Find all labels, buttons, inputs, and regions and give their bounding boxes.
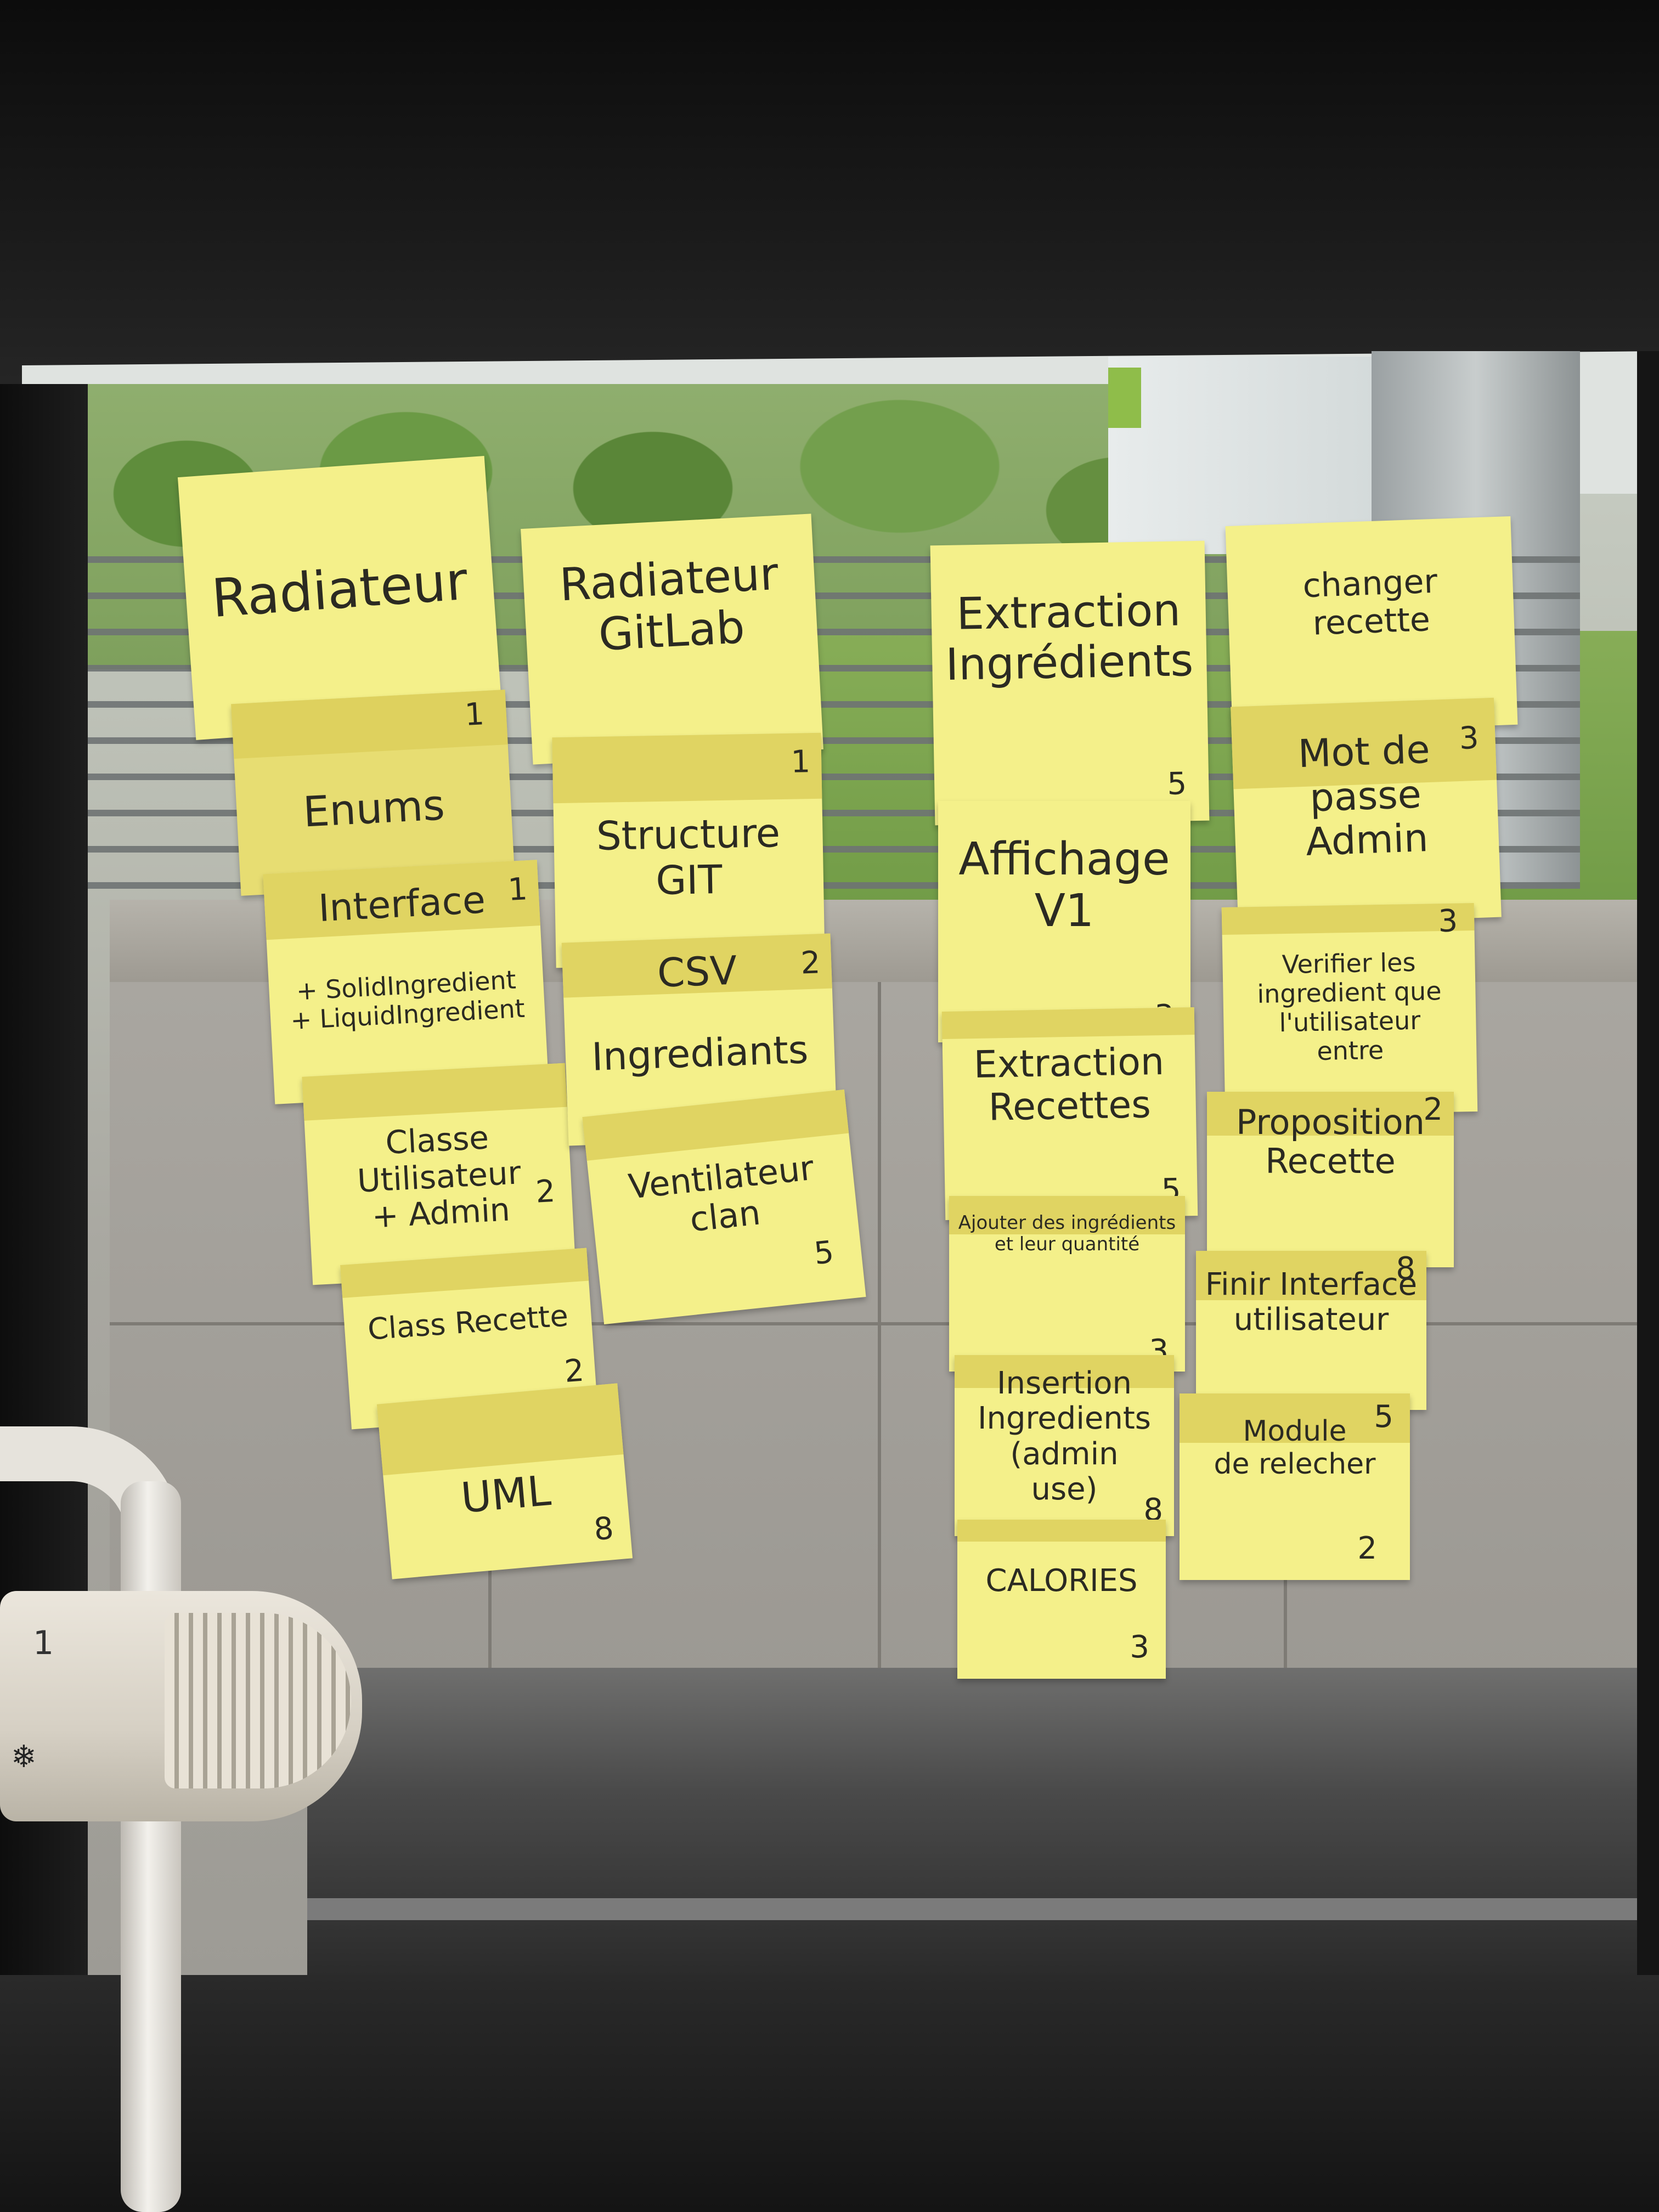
sticky-note: Structure GIT 1 bbox=[552, 732, 825, 968]
sticky-note: Mot de passe Admin 3 bbox=[1231, 697, 1502, 927]
story-points: 3 bbox=[1458, 720, 1480, 757]
sticky-note: UML 8 bbox=[376, 1383, 633, 1579]
story-points: 2 bbox=[1357, 1531, 1377, 1566]
note-text: CALORIES bbox=[985, 1563, 1138, 1599]
sticky-note: CALORIES 3 bbox=[957, 1520, 1166, 1679]
sticky-note: Finir Interface utilisateur 8 bbox=[1196, 1251, 1426, 1410]
sticky-note: Verifier les ingredient que l'utilisateu… bbox=[1221, 903, 1478, 1116]
note-text: Module de relecher bbox=[1214, 1415, 1376, 1481]
note-text: Class Recette bbox=[366, 1298, 569, 1347]
story-points: 5 bbox=[1167, 766, 1187, 802]
window-frame-left bbox=[0, 384, 88, 2212]
window-frame-right bbox=[1637, 351, 1659, 2212]
sticky-note: Extraction Ingrédients 5 bbox=[930, 540, 1210, 826]
sticky-note: Radiateur GitLab bbox=[521, 514, 823, 765]
story-points: 1 bbox=[464, 696, 486, 733]
sticky-note: Module de relecher 5 2 bbox=[1180, 1393, 1410, 1580]
story-points: 1 bbox=[791, 744, 811, 780]
note-text: CSV bbox=[656, 947, 738, 996]
note-text: Classe Utilisateur + Admin bbox=[356, 1119, 522, 1235]
story-points: 2 bbox=[1423, 1092, 1443, 1127]
story-points: 2 bbox=[563, 1352, 585, 1390]
note-text: Ingrediants bbox=[591, 1027, 809, 1080]
note-text: Extraction Ingrédients bbox=[945, 584, 1194, 690]
note-text: Insertion Ingredients (admin use) bbox=[978, 1365, 1151, 1508]
window-sill bbox=[307, 1668, 1659, 1975]
story-points: 1 bbox=[507, 871, 529, 908]
story-points: 5 bbox=[1374, 1399, 1393, 1435]
valve-scale-mark: 1 bbox=[33, 1624, 54, 1662]
story-points: 3 bbox=[1438, 903, 1458, 940]
snowflake-icon: ❄ bbox=[11, 1739, 37, 1775]
story-points: 8 bbox=[1396, 1251, 1415, 1286]
sticky-note: Insertion Ingredients (admin use) 8 bbox=[955, 1355, 1174, 1536]
window-frame-bottom bbox=[0, 1975, 1659, 2212]
sticky-note: Extraction Recettes 5 bbox=[941, 1007, 1198, 1220]
note-text: Radiateur bbox=[210, 550, 470, 630]
sticky-note: Affichage V1 3 bbox=[938, 801, 1190, 1042]
window-frame-top bbox=[0, 0, 1659, 395]
note-text: Verifier les ingredient que l'utilisateu… bbox=[1256, 947, 1442, 1066]
note-text: Structure GIT bbox=[596, 810, 781, 904]
note-text: Extraction Recettes bbox=[973, 1040, 1165, 1130]
story-points: 5 bbox=[812, 1234, 836, 1272]
story-points: 2 bbox=[800, 945, 821, 981]
note-text: + SolidIngredient + LiquidIngredient bbox=[290, 964, 526, 1035]
note-text: Enums bbox=[302, 780, 446, 837]
valve-grip bbox=[165, 1613, 351, 1788]
note-text: changer recette bbox=[1302, 562, 1438, 643]
note-text: Ventilateur clan bbox=[626, 1147, 816, 1240]
note-text: Ajouter des ingrédients et leur quantité bbox=[958, 1212, 1176, 1256]
note-text: Finir Interface utilisateur bbox=[1205, 1267, 1418, 1338]
window-sill-edge bbox=[307, 1898, 1659, 1920]
note-text: Affichage V1 bbox=[958, 833, 1170, 938]
note-text: Radiateur GitLab bbox=[558, 548, 780, 662]
story-points: 2 bbox=[534, 1173, 556, 1210]
note-text: Proposition Recette bbox=[1236, 1102, 1425, 1182]
story-points: 8 bbox=[592, 1510, 616, 1548]
sticky-note: Ventilateur clan 5 bbox=[582, 1089, 866, 1325]
sticky-note: Ajouter des ingrédients et leur quantité… bbox=[949, 1196, 1185, 1372]
story-points: 3 bbox=[1130, 1629, 1149, 1665]
sticky-note: Proposition Recette 2 bbox=[1207, 1092, 1454, 1267]
building-accent bbox=[1108, 368, 1141, 428]
